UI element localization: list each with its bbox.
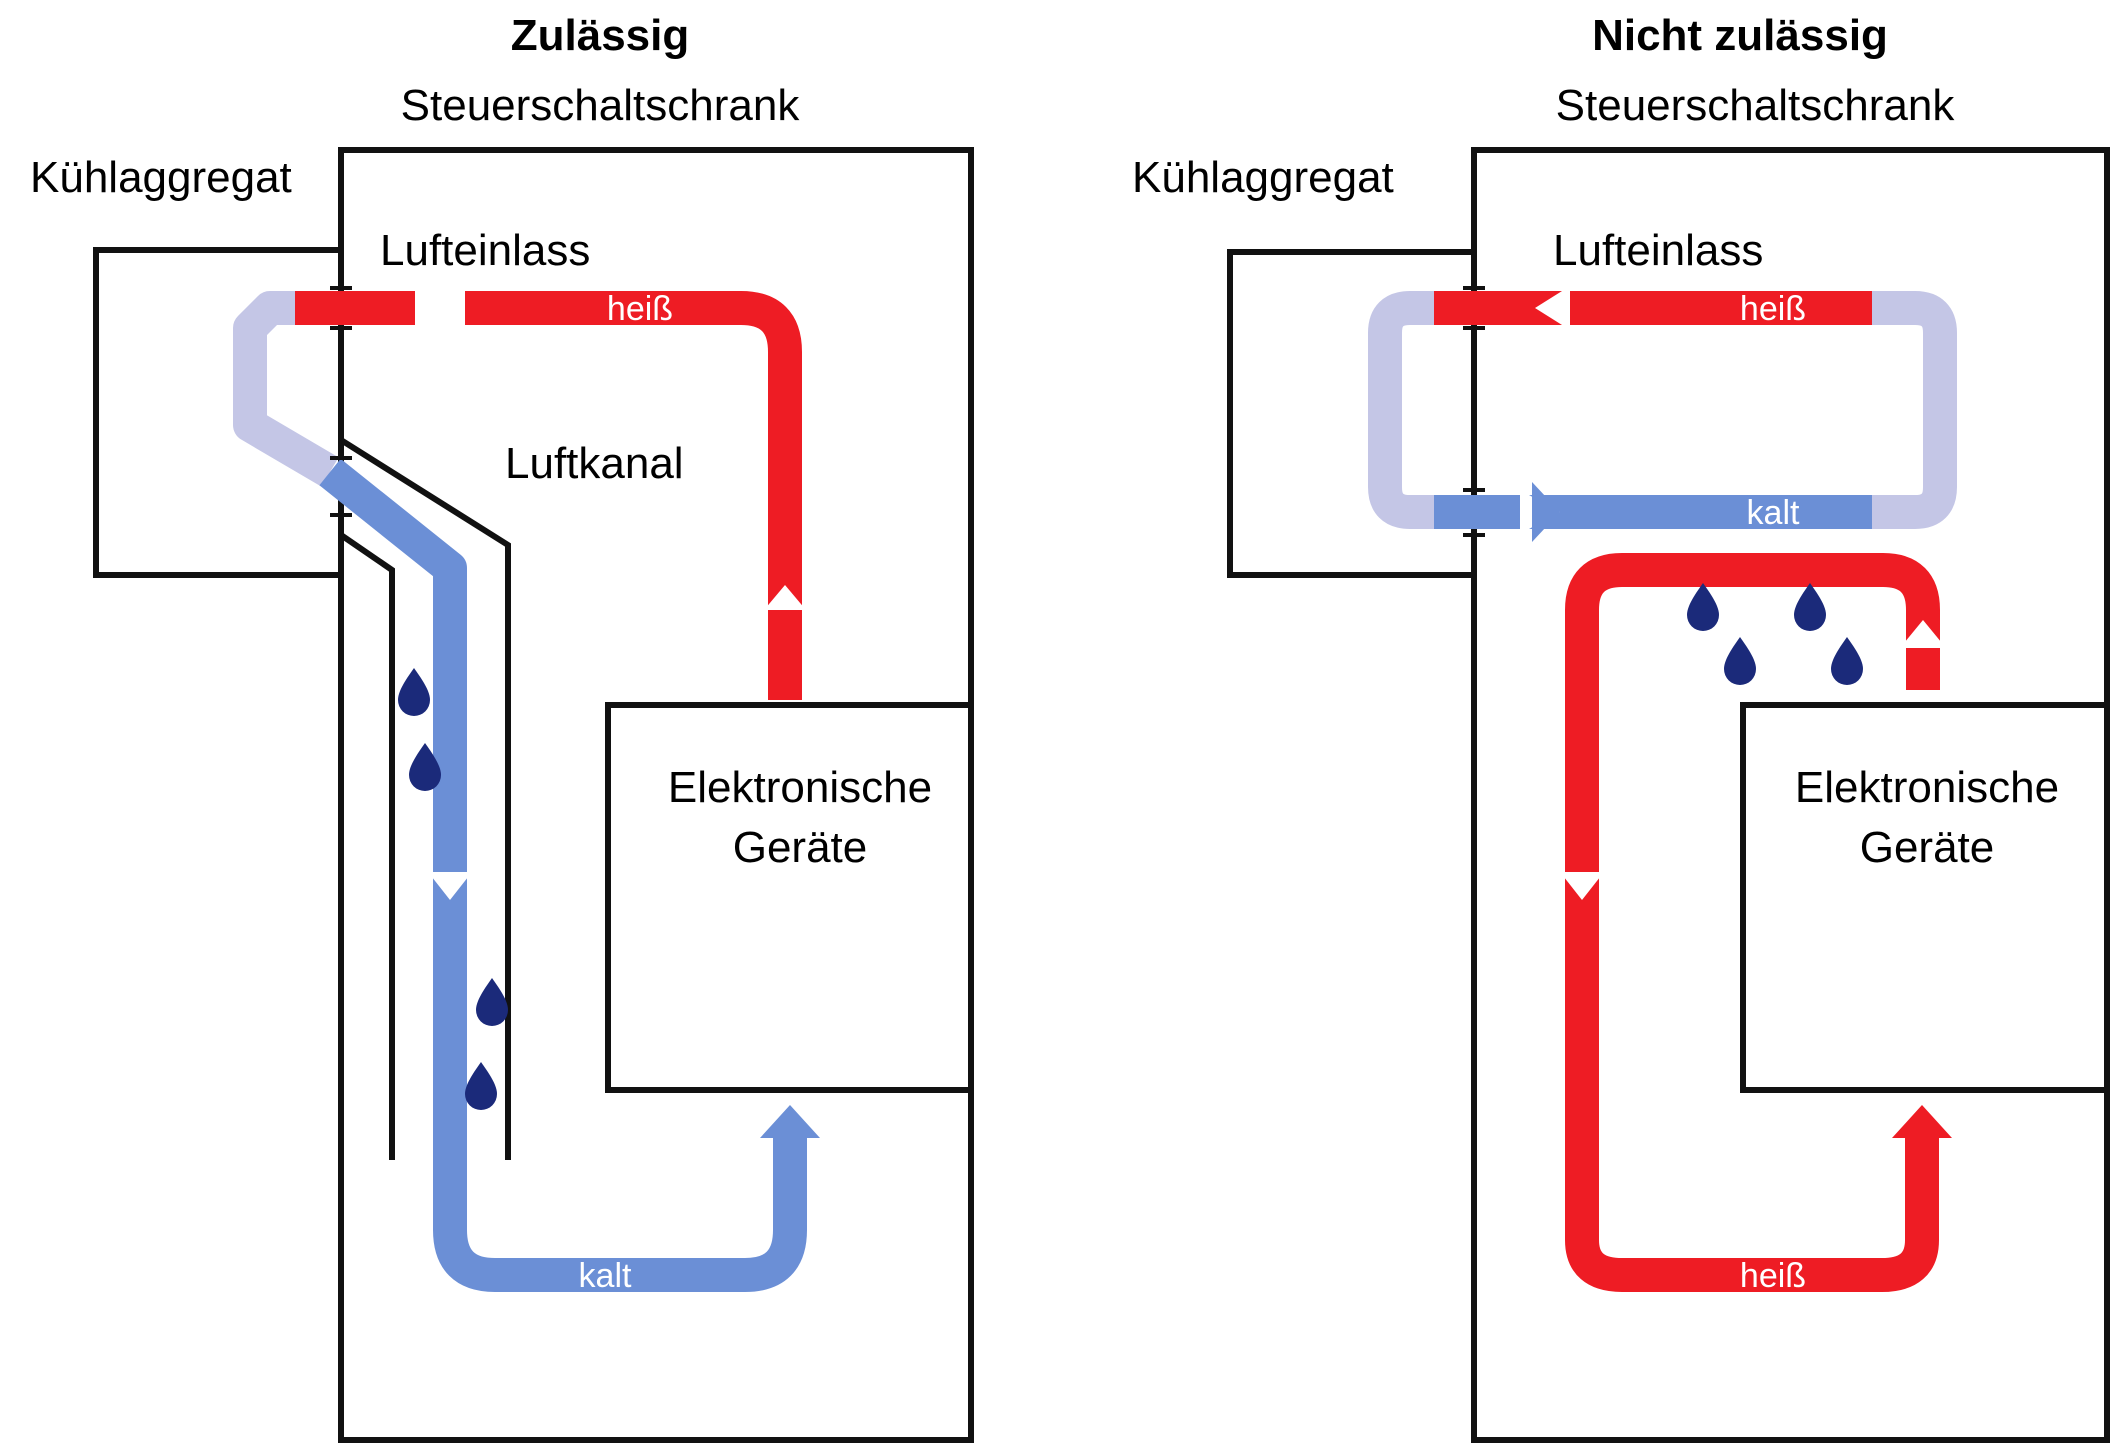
right-hot-flow-label-bottom: heiß: [1740, 1257, 1806, 1295]
left-cooler-airflow: [233, 291, 340, 487]
left-device-box: [605, 702, 974, 1093]
right-device-label-1: Elektronische: [1795, 763, 2059, 812]
left-hot-nozzle: [295, 291, 415, 325]
right-hot-top-airflow: [1434, 291, 1872, 325]
left-device-label-2: Geräte: [733, 823, 868, 872]
left-hot-flow-label: heiß: [607, 290, 673, 328]
left-cold-airflow: [319, 458, 807, 1292]
right-droplet-2: [1794, 583, 1826, 631]
right-cooler-label: Kühlaggregat: [1132, 153, 1394, 202]
right-droplet-4: [1831, 637, 1863, 685]
left-connectors: [330, 286, 352, 517]
right-device-box: [1740, 702, 2110, 1093]
left-duct-label: Luftkanal: [505, 439, 684, 488]
left-hot-arrow-left: [415, 286, 450, 330]
left-title: Zulässig: [511, 11, 690, 60]
right-device-label-2: Geräte: [1860, 823, 1995, 872]
right-connectors: [1463, 286, 1485, 537]
left-cold-flow-label: kalt: [579, 1257, 632, 1295]
right-droplet-1: [1687, 583, 1719, 631]
right-title: Nicht zulässig: [1592, 11, 1888, 60]
right-panel: Nicht zulässig Steuerschaltschrank Kühla…: [1132, 11, 2110, 1443]
left-hot-airflow: [465, 291, 802, 700]
left-cooler-box: [93, 247, 341, 578]
right-hot-arrow-left: [1535, 286, 1570, 330]
right-hot-flow-label-top: heiß: [1740, 290, 1806, 328]
left-cold-arrow-up-head: [760, 1105, 820, 1138]
left-panel: Zulässig Steuerschaltschrank Kühlaggrega…: [30, 11, 974, 1443]
left-device-label-1: Elektronische: [668, 763, 932, 812]
left-cooler-label: Kühlaggregat: [30, 153, 292, 202]
right-cold-arrow-head: [1532, 482, 1560, 542]
left-duct-wall-outer: [339, 437, 511, 1160]
right-droplet-3: [1724, 637, 1756, 685]
left-hot-arrow-up: [764, 585, 806, 610]
right-condensate-drops: [1687, 583, 1863, 685]
right-hot-arrow-up-head: [1892, 1105, 1952, 1138]
right-cold-flow-label: kalt: [1747, 494, 1800, 532]
left-droplet-2: [409, 743, 441, 791]
left-inlet-label: Lufteinlass: [380, 226, 590, 275]
right-hot-loop-airflow: [1565, 553, 1940, 1292]
right-cabinet-pale-loop: [1870, 291, 1957, 529]
left-droplet-4: [465, 1062, 497, 1110]
right-inlet-label: Lufteinlass: [1553, 226, 1763, 275]
left-droplet-1: [398, 668, 430, 716]
left-cold-arrow-down: [428, 872, 472, 900]
right-hot-arrow-down: [1560, 872, 1604, 900]
left-duct-wall-inner: [339, 532, 395, 1160]
left-condensate-drops: [398, 668, 508, 1110]
left-cabinet-label: Steuerschaltschrank: [401, 81, 801, 130]
right-cooler-airflow: [1368, 291, 1474, 529]
right-cold-top-airflow: [1434, 495, 1872, 529]
right-cooler-box: [1227, 249, 1474, 578]
left-droplet-3: [476, 978, 508, 1026]
right-cabinet-label: Steuerschaltschrank: [1556, 81, 1956, 130]
right-hot-arrow-up: [1900, 620, 1946, 648]
